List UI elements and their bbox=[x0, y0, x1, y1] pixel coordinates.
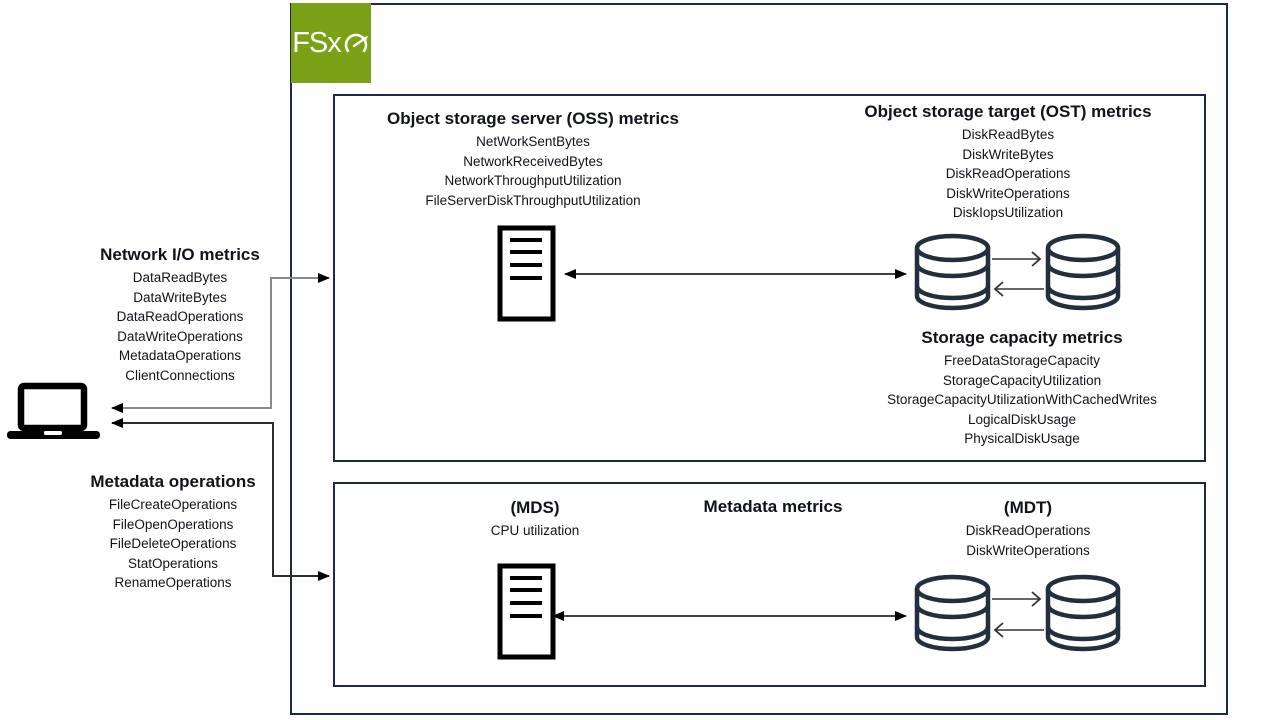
metric-item: FreeDataStorageCapacity bbox=[943, 353, 1101, 368]
metric-item: DiskIopsUtilization bbox=[952, 205, 1064, 220]
metadata-operations-group: Metadata operations FileCreateOperations… bbox=[31, 471, 315, 593]
metadata-metrics-title: Metadata metrics bbox=[703, 497, 843, 516]
metric-item: PhysicalDiskUsage bbox=[964, 431, 1080, 446]
metric-item: DataReadBytes bbox=[132, 270, 228, 285]
metric-item: MetadataOperations bbox=[118, 348, 242, 363]
metric-item: StorageCapacityUtilization bbox=[942, 372, 1102, 388]
metric-item: NetworkThroughputUtilization bbox=[444, 173, 622, 188]
metadata-box bbox=[333, 482, 1206, 687]
metric-item: DiskWriteOperations bbox=[946, 185, 1070, 201]
metric-item: FileCreateOperations bbox=[108, 497, 238, 512]
metric-item: StorageCapacityUtilizationWithCachedWrit… bbox=[887, 392, 1157, 407]
network-io-metrics-title: Network I/O metrics bbox=[100, 245, 260, 264]
metric-item: NetworkReceivedBytes bbox=[463, 153, 603, 169]
metric-item: FileServerDiskThroughputUtilization bbox=[425, 192, 641, 208]
metadata-operations-title: Metadata operations bbox=[90, 472, 256, 491]
metric-item: StatOperations bbox=[127, 555, 219, 571]
metric-item: DataReadOperations bbox=[116, 309, 244, 324]
fsx-logo: FSx bbox=[291, 3, 371, 83]
metric-item: DiskReadOperations bbox=[945, 166, 1071, 181]
metric-item: DiskReadOperations bbox=[965, 523, 1091, 538]
metric-item: ClientConnections bbox=[125, 367, 235, 383]
metric-item: FileOpenOperations bbox=[112, 516, 234, 532]
metric-item: NetWorkSentBytes bbox=[476, 134, 590, 149]
mdt-title: (MDT) bbox=[1003, 498, 1053, 517]
mds-title: (MDS) bbox=[510, 498, 560, 517]
metric-item: CPU utilization bbox=[490, 523, 580, 538]
metric-item: LogicalDiskUsage bbox=[967, 411, 1077, 427]
oss-metrics-title: Object storage server (OSS) metrics bbox=[387, 109, 679, 128]
ost-metrics-title: Object storage target (OST) metrics bbox=[864, 102, 1152, 121]
metric-item: DiskReadBytes bbox=[961, 127, 1055, 142]
mds-group: (MDS) CPU utilization bbox=[435, 497, 635, 541]
metric-item: DiskWriteOperations bbox=[966, 542, 1090, 558]
metric-item: DataWriteOperations bbox=[117, 328, 243, 344]
metric-item: DataWriteBytes bbox=[133, 289, 227, 305]
oss-metrics-group: Object storage server (OSS) metrics NetW… bbox=[353, 108, 713, 210]
metadata-metrics-title-block: Metadata metrics bbox=[653, 496, 893, 520]
metric-item: DiskWriteBytes bbox=[962, 146, 1054, 162]
network-io-metrics-group: Network I/O metrics DataReadBytes DataWr… bbox=[38, 244, 322, 385]
metric-item: FileDeleteOperations bbox=[109, 536, 237, 551]
storage-capacity-metrics-title: Storage capacity metrics bbox=[921, 328, 1123, 347]
laptop-icon bbox=[7, 382, 100, 439]
mdt-group: (MDT) DiskReadOperations DiskWriteOperat… bbox=[928, 497, 1128, 560]
metric-item: RenameOperations bbox=[114, 575, 232, 590]
gauge-icon bbox=[344, 33, 368, 53]
object-storage-box bbox=[333, 94, 1206, 462]
fsx-logo-label: FSx bbox=[292, 26, 342, 59]
ost-metrics-group: Object storage target (OST) metrics Disk… bbox=[818, 101, 1198, 223]
storage-capacity-metrics-group: Storage capacity metrics FreeDataStorage… bbox=[827, 327, 1217, 449]
